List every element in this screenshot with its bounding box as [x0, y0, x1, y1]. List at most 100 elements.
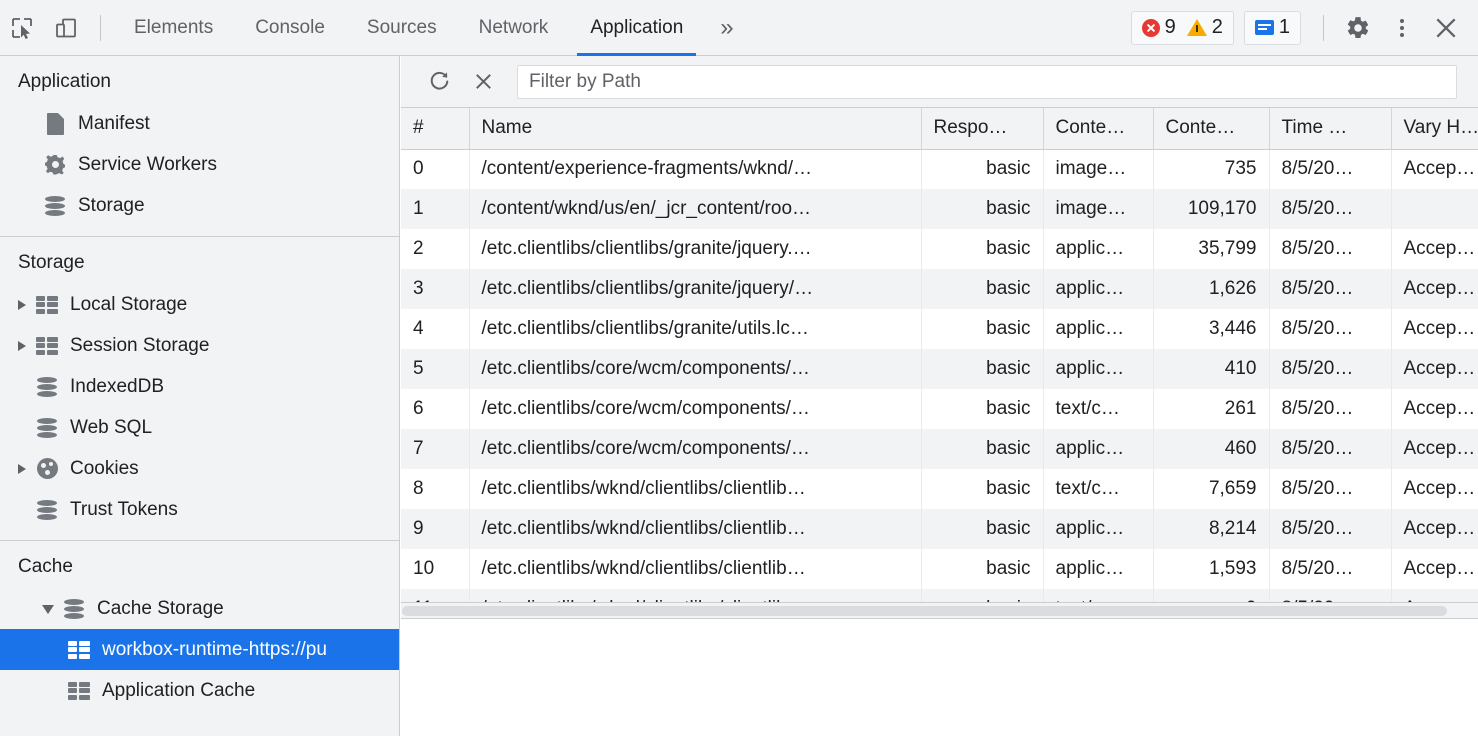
cell-content-type: image…: [1043, 189, 1154, 229]
cell-response-type: basic: [921, 389, 1044, 429]
table-row[interactable]: 9/etc.clientlibs/wknd/clientlibs/clientl…: [401, 509, 1478, 549]
table-row[interactable]: 11/etc.clientlibs/wknd/clientlibs/client…: [401, 589, 1478, 602]
table-row[interactable]: 2/etc.clientlibs/clientlibs/granite/jque…: [401, 229, 1478, 269]
cell-content-length: 460: [1153, 429, 1270, 469]
database-icon: [42, 195, 68, 217]
cell-time-cached: 8/5/20…: [1269, 589, 1392, 602]
refresh-icon[interactable]: [417, 60, 461, 104]
sidebar-item-trust-tokens[interactable]: Trust Tokens: [0, 489, 399, 530]
messages-counter-group[interactable]: 1: [1243, 10, 1301, 45]
close-icon[interactable]: [1424, 6, 1468, 50]
sidebar-item-local-storage[interactable]: Local Storage: [0, 284, 399, 325]
cache-entries-table-container: # Name Respo… Conte… Conte… Time … Vary …: [401, 108, 1478, 603]
cell-index: 11: [401, 589, 470, 602]
gear-icon[interactable]: [1336, 6, 1380, 50]
sidebar-item-manifest[interactable]: Manifest: [0, 103, 399, 144]
sidebar-item-workbox-runtime-cache[interactable]: workbox-runtime-https://pu: [0, 629, 399, 670]
table-row[interactable]: 6/etc.clientlibs/core/wcm/components/…ba…: [401, 389, 1478, 429]
table-row[interactable]: 4/etc.clientlibs/clientlibs/granite/util…: [401, 309, 1478, 349]
column-header-vary-header[interactable]: Vary H…: [1391, 108, 1478, 150]
column-header-time-cached[interactable]: Time …: [1269, 108, 1392, 150]
sidebar-item-label: Local Storage: [70, 293, 188, 315]
table-row[interactable]: 7/etc.clientlibs/core/wcm/components/…ba…: [401, 429, 1478, 469]
cell-time-cached: 8/5/20…: [1269, 269, 1392, 309]
column-header-response-type[interactable]: Respo…: [921, 108, 1044, 150]
table-header-row: # Name Respo… Conte… Conte… Time … Vary …: [401, 108, 1478, 150]
table-row[interactable]: 10/etc.clientlibs/wknd/clientlibs/client…: [401, 549, 1478, 589]
tab-sources[interactable]: Sources: [366, 16, 437, 38]
more-tabs-icon[interactable]: »: [720, 13, 734, 41]
cell-response-type: basic: [921, 549, 1044, 589]
horizontal-scrollbar[interactable]: [401, 603, 1478, 619]
tab-network[interactable]: Network: [478, 16, 549, 38]
cell-name: /etc.clientlibs/clientlibs/granite/utils…: [469, 309, 922, 349]
column-header-content-type[interactable]: Conte…: [1043, 108, 1154, 150]
cookie-icon: [34, 458, 60, 479]
application-sidebar: Application Manifest Service Workers Sto…: [0, 56, 400, 736]
tab-application[interactable]: Application: [569, 0, 704, 56]
sidebar-item-application-cache[interactable]: Application Cache: [0, 670, 399, 711]
table-row[interactable]: 3/etc.clientlibs/clientlibs/granite/jque…: [401, 269, 1478, 309]
table-row[interactable]: 5/etc.clientlibs/core/wcm/components/…ba…: [401, 349, 1478, 389]
chevron-right-icon[interactable]: [18, 463, 26, 474]
scrollbar-thumb[interactable]: [402, 606, 1447, 616]
cell-index: 0: [401, 149, 470, 189]
chevron-down-icon[interactable]: [42, 605, 54, 614]
cell-index: 2: [401, 229, 470, 269]
cell-vary-header: Accep…: [1391, 549, 1478, 589]
issues-counter-group[interactable]: 9 2: [1130, 10, 1234, 45]
cell-time-cached: 8/5/20…: [1269, 429, 1392, 469]
column-header-index[interactable]: #: [401, 108, 470, 150]
chevron-right-icon[interactable]: [18, 340, 26, 351]
error-icon: [1141, 18, 1160, 37]
cache-entries-table: # Name Respo… Conte… Conte… Time … Vary …: [401, 108, 1478, 602]
warning-count: 2: [1211, 16, 1223, 38]
message-icon: [1254, 20, 1274, 35]
cell-vary-header: Accep…: [1391, 469, 1478, 509]
cell-time-cached: 8/5/20…: [1269, 189, 1392, 229]
sidebar-item-cookies[interactable]: Cookies: [0, 448, 399, 489]
cell-response-type: basic: [921, 589, 1044, 602]
cell-time-cached: 8/5/20…: [1269, 389, 1392, 429]
cell-vary-header: Ac…: [1391, 589, 1478, 602]
device-toolbar-icon[interactable]: [44, 6, 88, 50]
cell-content-type: applic…: [1043, 229, 1154, 269]
column-header-name[interactable]: Name: [469, 108, 922, 150]
sidebar-item-storage[interactable]: Storage: [0, 185, 399, 226]
table-row[interactable]: 1/content/wknd/us/en/_jcr_content/roo…ba…: [401, 189, 1478, 229]
kebab-menu-icon[interactable]: [1380, 6, 1424, 50]
cell-vary-header: Accep…: [1391, 389, 1478, 429]
cell-content-type: applic…: [1043, 349, 1154, 389]
filter-by-path-input[interactable]: [517, 64, 1457, 99]
cell-content-length: 3,446: [1153, 309, 1270, 349]
cell-time-cached: 8/5/20…: [1269, 549, 1392, 589]
cell-vary-header: Accep…: [1391, 429, 1478, 469]
cell-content-type: text/c…: [1043, 469, 1154, 509]
tab-console[interactable]: Console: [255, 16, 325, 38]
database-icon: [34, 417, 60, 439]
table-row[interactable]: 8/etc.clientlibs/wknd/clientlibs/clientl…: [401, 469, 1478, 509]
inspect-cursor-icon[interactable]: [0, 6, 44, 50]
chevron-right-icon[interactable]: [18, 299, 26, 310]
sidebar-item-cache-storage[interactable]: Cache Storage: [0, 588, 399, 629]
delete-x-icon[interactable]: [461, 60, 505, 104]
sidebar-item-service-workers[interactable]: Service Workers: [0, 144, 399, 185]
tab-elements[interactable]: Elements: [134, 16, 214, 38]
sidebar-item-web-sql[interactable]: Web SQL: [0, 407, 399, 448]
sidebar-item-label: Session Storage: [70, 334, 210, 356]
column-header-content-length[interactable]: Conte…: [1153, 108, 1270, 150]
sidebar-item-session-storage[interactable]: Session Storage: [0, 325, 399, 366]
sidebar-item-label: Cache Storage: [97, 597, 224, 619]
table-icon: [34, 336, 60, 355]
sidebar-item-indexeddb[interactable]: IndexedDB: [0, 366, 399, 407]
table-row[interactable]: 0/content/experience-fragments/wknd/…bas…: [401, 149, 1478, 189]
cell-content-type: applic…: [1043, 309, 1154, 349]
cache-filter-bar: [401, 56, 1478, 108]
cell-response-type: basic: [921, 469, 1044, 509]
cell-content-length: 7,659: [1153, 469, 1270, 509]
sidebar-group-storage: Storage Local Storage Session Storage In…: [0, 237, 399, 541]
sidebar-item-label: Storage: [78, 194, 145, 216]
sidebar-group-application: Application Manifest Service Workers Sto…: [0, 56, 399, 237]
cell-content-length: 1,626: [1153, 269, 1270, 309]
cell-index: 5: [401, 349, 470, 389]
